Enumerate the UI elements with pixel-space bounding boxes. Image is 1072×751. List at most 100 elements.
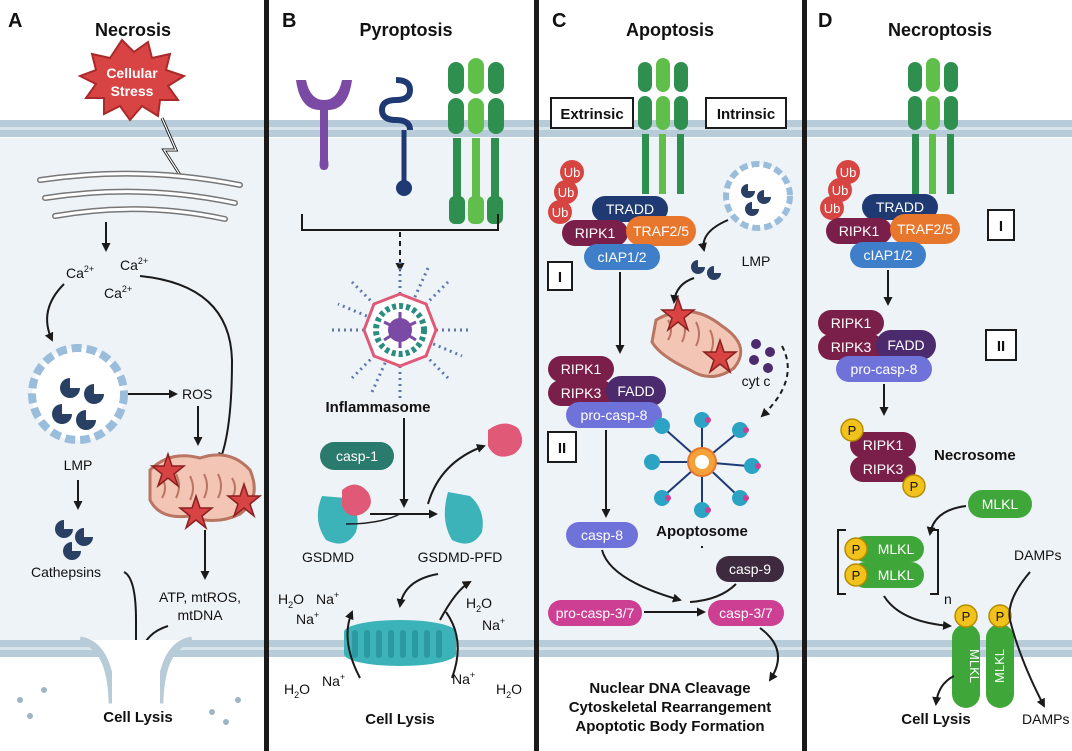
damage-star-icon [149, 451, 187, 489]
arrow-ca-to-lysosome [44, 283, 65, 342]
svg-text:pro-casp-8: pro-casp-8 [581, 407, 648, 423]
complex-ii-c: RIPK1 RIPK3 FADD pro-casp-8 [548, 356, 666, 428]
extrinsic-label: Extrinsic [560, 106, 623, 123]
svg-text:RIPK1: RIPK1 [831, 315, 872, 331]
arrow-casp8-to-casp37 [601, 549, 682, 603]
svg-text:Ub: Ub [564, 165, 581, 180]
svg-text:MLKL: MLKL [992, 649, 1007, 683]
stage-i-box-c [547, 261, 573, 291]
atp-label-1: ATP, mtROS, [159, 589, 241, 605]
membrane-debris-icon [17, 687, 241, 725]
svg-text:P: P [996, 609, 1005, 624]
gsdmd-pfd-label: GSDMD-PFD [418, 549, 503, 565]
panel-title-d: Necroptosis [888, 20, 992, 40]
complex-i-d: Ub Ub Ub TRADD RIPK1 TRAF2/5 cIAP1/2 [820, 160, 960, 268]
casp8-label: casp-8 [581, 527, 623, 543]
stress-label-2: Stress [111, 83, 154, 99]
procasp37-pill [548, 600, 642, 626]
lmp-label-c: LMP [742, 253, 771, 269]
ca-label-2: Ca2+ [120, 256, 148, 273]
green-receptor-icon [448, 58, 504, 224]
svg-text:MLKL: MLKL [878, 567, 915, 583]
svg-text:TRADD: TRADD [876, 199, 924, 215]
damage-star-icon [177, 493, 215, 531]
damaged-mitochondrion-icon [148, 451, 263, 531]
apoptosome-label: Apoptosome [656, 523, 748, 540]
panel-title-a: Necrosis [95, 20, 171, 40]
casp1-label: casp-1 [336, 448, 378, 464]
arrow-ion-out [445, 611, 459, 679]
damps-label-top: DAMPs [1014, 547, 1061, 563]
svg-text:pro-casp-8: pro-casp-8 [851, 361, 918, 377]
casp9-label: casp-9 [729, 561, 771, 577]
arrow-lysosome-c [698, 219, 729, 252]
intrinsic-box [705, 97, 787, 129]
stage-ii-box-d [985, 329, 1017, 361]
stress-label-1: Cellular [106, 65, 158, 81]
na-label-5: Na+ [452, 670, 475, 687]
panel-pyroptosis: B Pyroptosis [278, 10, 523, 728]
svg-text:RIPK3: RIPK3 [863, 461, 904, 477]
panel-dividers [264, 0, 807, 751]
svg-text:P: P [910, 479, 919, 494]
stage-ii-box-c [547, 431, 577, 463]
ros-label: ROS [182, 386, 212, 402]
gsdmd-pfd-icon [444, 492, 483, 544]
svg-text:TRAF2/5: TRAF2/5 [633, 223, 689, 239]
arrow-pfd-to-pore [396, 573, 439, 608]
panel-letter-a: A [8, 10, 22, 32]
receptor-bracket [301, 214, 499, 231]
panel-letter-c: C [552, 10, 566, 32]
ca-label-3: Ca2+ [104, 284, 132, 301]
stress-burst [77, 38, 187, 122]
stage-i-label-d: I [999, 218, 1003, 235]
svg-text:TRADD: TRADD [606, 201, 654, 217]
cytc-label: cyt c [742, 373, 771, 389]
na-label-3: Na+ [482, 616, 505, 633]
extrinsic-box [550, 97, 634, 129]
endoplasmic-reticulum-icon [37, 170, 243, 222]
casp37-pill [708, 600, 784, 626]
inflammasome-label: Inflammasome [325, 399, 430, 416]
right-bracket [930, 529, 939, 595]
mlkl-oligomer-icon: MLKL MLKL P P [844, 536, 924, 588]
na-label-2: Na+ [296, 610, 319, 627]
atp-label-2: mtDNA [177, 607, 223, 623]
blue-coil-receptor-icon [378, 77, 414, 196]
outcome-2: Cytoskeletal Rearrangement [569, 699, 772, 716]
arrow-cathepsins-to-lysis [123, 571, 141, 702]
free-cathepsins-icon [55, 520, 93, 560]
casp8-pill [566, 522, 638, 548]
inflammasome-icon [332, 262, 468, 398]
cathepsins-label: Cathepsins [31, 564, 101, 580]
svg-text:MLKL: MLKL [967, 649, 982, 683]
arrow-ion-in [345, 610, 361, 679]
mlkl-free-pill [968, 490, 1032, 518]
arrow-to-mito-c [670, 277, 695, 304]
left-bracket [837, 529, 846, 595]
casp9-pill [716, 556, 784, 582]
complex-ii-d: RIPK1 RIPK3 FADD pro-casp-8 [818, 310, 936, 382]
svg-text:MLKL: MLKL [878, 541, 915, 557]
gsdmd-c-term-icon [488, 423, 523, 457]
damps-label-bottom: DAMPs [1022, 711, 1069, 727]
outcome-1: Nuclear DNA Cleavage [589, 680, 750, 697]
stage-i-box-d [987, 209, 1015, 241]
panel-letter-d: D [818, 10, 832, 32]
h2o-label-2: H2O [466, 595, 492, 614]
purple-receptor-icon [296, 80, 352, 170]
svg-text:cIAP1/2: cIAP1/2 [597, 249, 646, 265]
svg-text:Ub: Ub [832, 183, 849, 198]
ca-label-1: Ca2+ [66, 264, 94, 281]
complex-i-c: Ub Ub Ub TRADD RIPK1 TRAF2/5 cIAP1/2 [548, 160, 696, 270]
arrow-ca-to-mito [139, 275, 234, 462]
svg-text:RIPK3: RIPK3 [561, 385, 602, 401]
stage-ii-label-d: II [997, 338, 1005, 355]
svg-text:FADD: FADD [887, 337, 924, 353]
arrow-oligomer-to-pore [883, 595, 952, 630]
death-receptor-icon-d [908, 58, 958, 194]
arrow-casp9-to-casp37 [689, 583, 737, 603]
panel-necrosis: A Necrosis Cellular Stress Ca2+ Ca2+ Ca2… [8, 10, 263, 726]
panel-title-b: Pyroptosis [359, 20, 452, 40]
